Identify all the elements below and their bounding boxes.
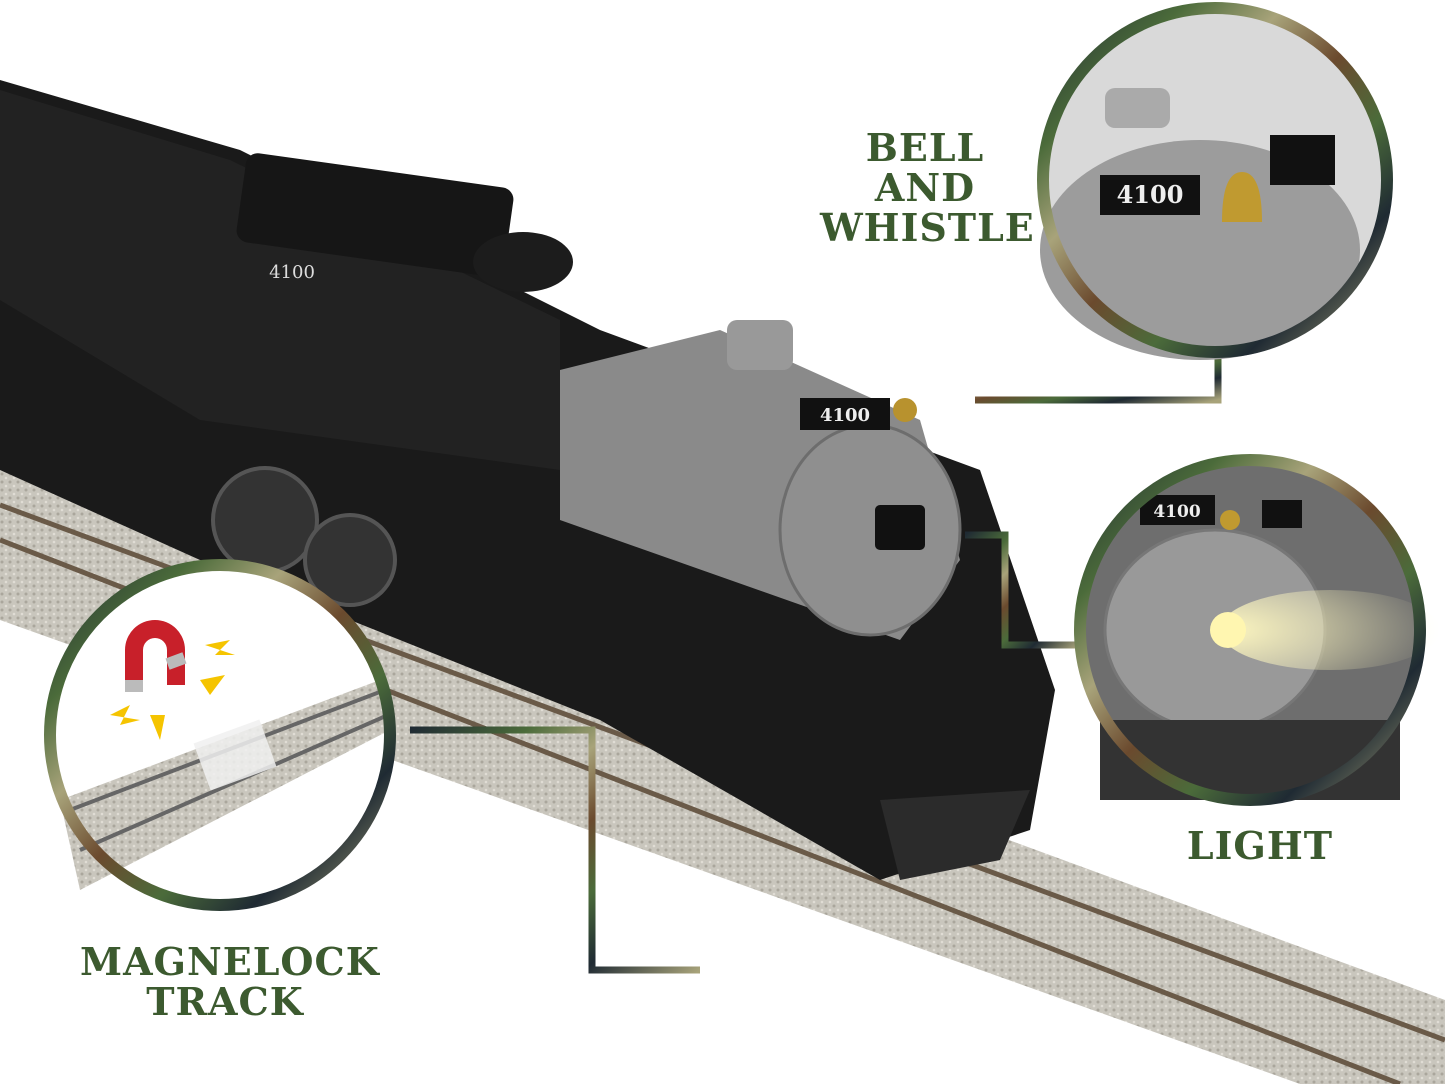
spark-icons: [110, 640, 235, 740]
number-board-zoom: 4100: [1117, 180, 1184, 209]
magnelock-track-label: MAGNELOCK TRACK: [80, 939, 380, 1024]
label-line: WHISTLE: [820, 204, 1035, 250]
bell-whistle-label: BELL AND WHISTLE: [820, 125, 1035, 250]
locomotive: 4100 4100: [0, 80, 1055, 880]
light-detail-circle: 4100: [1074, 454, 1440, 806]
bell-whistle-detail-circle: 4100: [1037, 2, 1393, 360]
magnelock-detail-circle: [44, 559, 396, 911]
label-line: BELL: [865, 125, 985, 170]
number-board-front: 4100: [820, 405, 870, 426]
connector-lines: [410, 345, 1222, 974]
light-label: LIGHT: [1186, 823, 1334, 868]
label-line: AND: [874, 164, 976, 210]
label-line: MAGNELOCK: [80, 939, 380, 984]
label-line: TRACK: [146, 978, 304, 1024]
number-cab: 4100: [269, 262, 315, 283]
number-board-light: 4100: [1153, 502, 1200, 522]
